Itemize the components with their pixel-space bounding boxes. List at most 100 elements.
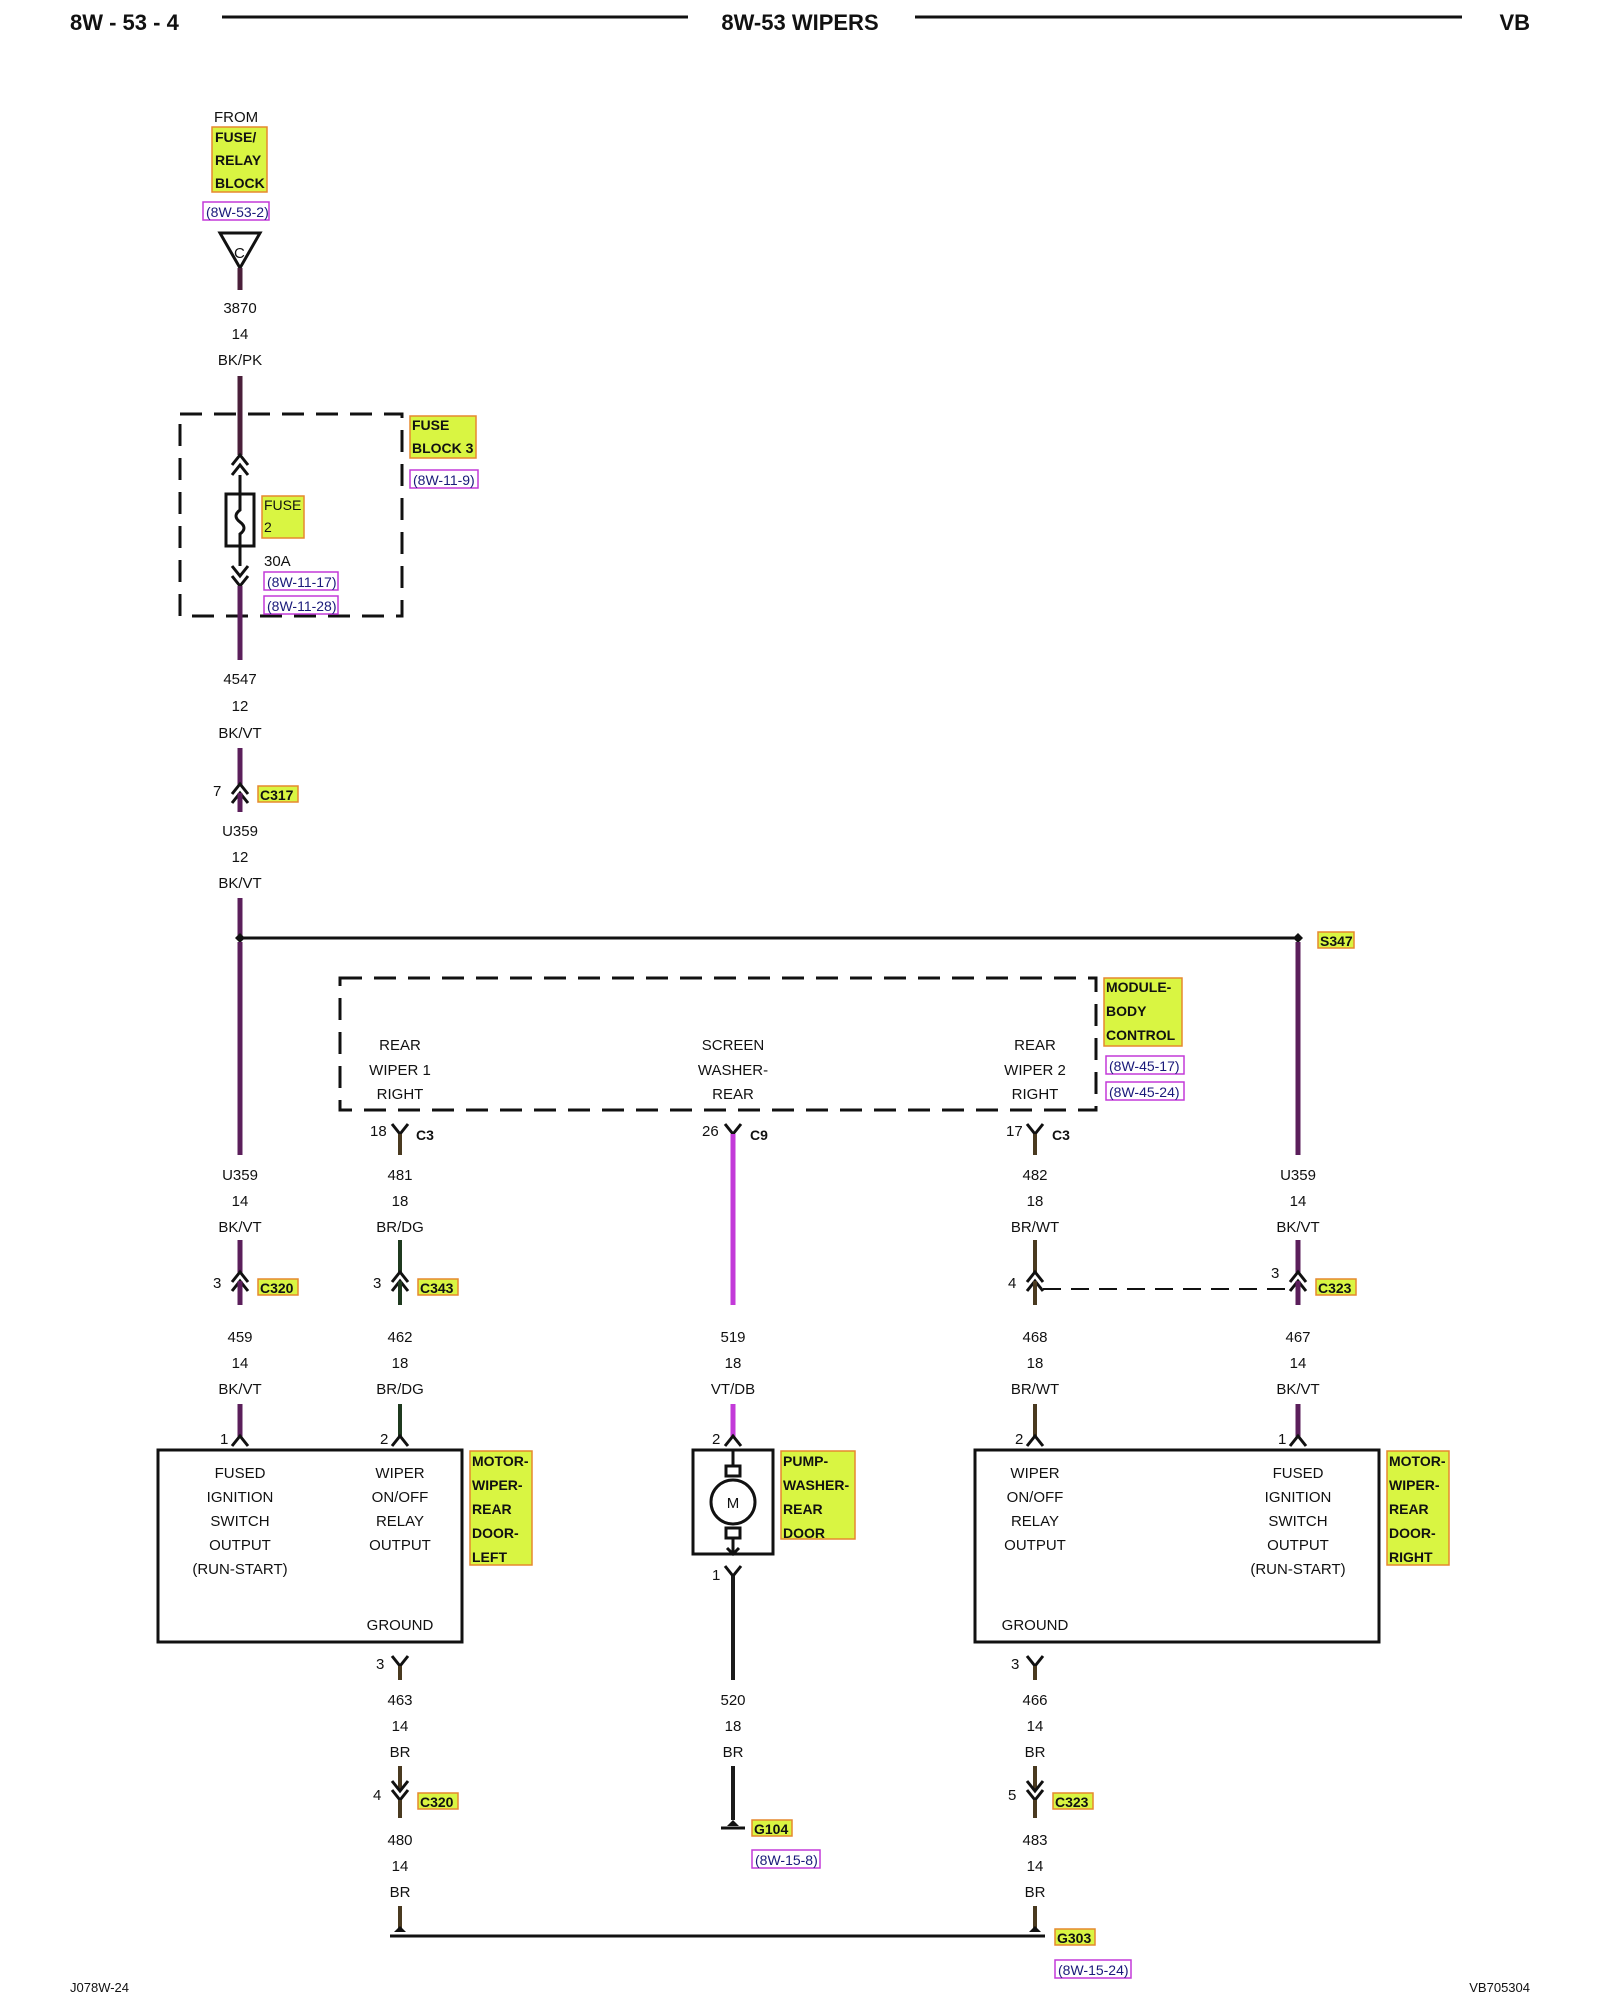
col-b-conn-pin: 3: [373, 1275, 381, 1292]
col-a-pin-icon: [230, 1433, 250, 1447]
c317-pin: 7: [213, 783, 221, 800]
col-b-top-color: BR/DG: [376, 1219, 424, 1236]
source-line-1: FUSE/: [215, 129, 256, 145]
bcm-ref-link-1[interactable]: (8W-45-17): [1109, 1058, 1180, 1074]
motor-left-box: [156, 1448, 464, 1644]
g303-ref-box[interactable]: [1054, 1959, 1132, 1979]
column-b: 481 18 BR/DG 3 C343 462 18 BR/DG 2: [373, 1134, 459, 1448]
col-d-top-color: BR/WT: [1011, 1219, 1059, 1236]
col-d-conn-pin: 4: [1008, 1275, 1016, 1292]
pump-tag-1: PUMP-: [783, 1453, 828, 1469]
bcm-pin-center: 26: [702, 1123, 719, 1140]
splice-name: S347: [1320, 933, 1353, 949]
fuse-highlight: [261, 495, 305, 539]
col-e-top-color: BK/VT: [1276, 1219, 1319, 1236]
motor-left-tag-1: MOTOR-: [472, 1453, 529, 1469]
bcm-out-right-2: WIPER 2: [1004, 1062, 1066, 1079]
fuse-label-line-1: FUSE: [264, 497, 301, 513]
pump-arrow-icon: [725, 1546, 741, 1557]
motor-right-input-5: (RUN-START): [1250, 1561, 1345, 1578]
fuse-ref-1-box[interactable]: [263, 571, 339, 591]
col-a-bottom-gauge: 14: [232, 1355, 249, 1372]
bcm-pin-left: 18: [370, 1123, 387, 1140]
source-ref-box[interactable]: [202, 201, 270, 221]
pump-motor-icon: [709, 1478, 757, 1526]
bcm-conn-center: C9: [750, 1127, 768, 1143]
gnd-right-w2-color: BR: [1025, 1884, 1046, 1901]
bcm-ref-2-box[interactable]: [1105, 1081, 1185, 1101]
fuse-block-ref-link[interactable]: (8W-11-9): [413, 472, 475, 488]
bcm-ref-1-box[interactable]: [1105, 1055, 1185, 1075]
fuse-label-line-2: 2: [264, 519, 272, 535]
motor-left-input-4: OUTPUT: [209, 1537, 271, 1554]
gnd-pump-circuit: 520: [720, 1692, 745, 1709]
motor-right-relay-4: OUTPUT: [1004, 1537, 1066, 1554]
bcm-line-3: CONTROL: [1106, 1027, 1176, 1043]
fuse-ref-link-2[interactable]: (8W-11-28): [267, 598, 337, 614]
gnd-right-conn-pin: 5: [1008, 1787, 1016, 1804]
gnd-pump-ref-link[interactable]: (8W-15-8): [755, 1852, 818, 1868]
g303-ref-link[interactable]: (8W-15-24): [1058, 1962, 1129, 1978]
col-c-pin-top-icon: [723, 1433, 743, 1447]
footer-figure-id: J078W-24: [70, 1980, 129, 1995]
motor-right-input-3: SWITCH: [1268, 1513, 1327, 1530]
motor-right-input-2: IGNITION: [1265, 1489, 1332, 1506]
fuse-ref-link-1[interactable]: (8W-11-17): [267, 574, 337, 590]
col-c-color: VT/DB: [711, 1381, 755, 1398]
header-model: VB: [1499, 10, 1530, 35]
bcm-out-right-3: RIGHT: [1012, 1086, 1059, 1103]
col-e-bottom-circuit: 467: [1285, 1329, 1310, 1346]
gnd-left-w1-color: BR: [390, 1744, 411, 1761]
source-ref-link[interactable]: (8W-53-2): [206, 204, 269, 220]
bcm-out-center-1: SCREEN: [702, 1037, 765, 1054]
fuse-ref-2-box[interactable]: [263, 595, 339, 615]
gnd-pump-name: G104: [754, 1821, 788, 1837]
motor-wiper-rear-door-left: FUSED IGNITION SWITCH OUTPUT (RUN-START)…: [156, 1448, 533, 1644]
col-d-pin: 2: [1015, 1431, 1023, 1448]
splice-highlight: [1317, 931, 1355, 949]
bcm-pin-right-icon: [1025, 1123, 1045, 1137]
gnd-left-conn-highlight: [417, 1792, 459, 1810]
col-e-pin-icon: [1288, 1433, 1308, 1447]
pump-motor-symbol: M: [727, 1495, 740, 1512]
col-b-conn-highlight: [417, 1278, 459, 1296]
col-e-pin: 1: [1278, 1431, 1286, 1448]
bcm-line-1: MODULE-: [1106, 979, 1172, 995]
ground-right-branch: 3 466 14 BR 5 C323 483 14 BR G303 (8W-15…: [1008, 1655, 1132, 1979]
fuse-rating: 30A: [264, 553, 291, 570]
fuse-block-ref-box[interactable]: [409, 469, 479, 489]
gnd-left-terminal-icon: [394, 1926, 406, 1932]
gnd-pump-pin: 1: [712, 1567, 720, 1584]
gnd-left-conn-pin: 4: [373, 1787, 381, 1804]
column-c: 519 18 VT/DB 2: [711, 1134, 755, 1448]
col-b-pin: 2: [380, 1431, 388, 1448]
wire-3870-circuit: 3870: [223, 300, 256, 317]
wire-3870-gauge: 14: [232, 326, 249, 343]
bcm-conn-right: C3: [1052, 1127, 1070, 1143]
gnd-right-conn-name: C323: [1055, 1794, 1089, 1810]
motor-left-relay-1: WIPER: [375, 1465, 424, 1482]
col-c-gauge: 18: [725, 1355, 742, 1372]
gnd-left-w1-circuit: 463: [387, 1692, 412, 1709]
motor-right-tag-1: MOTOR-: [1389, 1453, 1446, 1469]
header-page-number: 8W - 53 - 4: [70, 10, 180, 35]
motor-left-tag-2: WIPER-: [472, 1477, 523, 1493]
col-e-top-gauge: 14: [1290, 1193, 1307, 1210]
gnd-right-pin: 3: [1011, 1656, 1019, 1673]
column-a: U359 14 BK/VT 3 C320 459 14 BK/VT 1: [213, 942, 299, 1448]
col-d-bottom-color: BR/WT: [1011, 1381, 1059, 1398]
gnd-pump-ref-box[interactable]: [751, 1849, 821, 1869]
bcm-ref-link-2[interactable]: (8W-45-24): [1109, 1084, 1180, 1100]
bcm-out-center-2: WASHER-: [698, 1062, 768, 1079]
wire-3870-color: BK/PK: [218, 352, 262, 369]
fuse-block-boundary: [178, 412, 404, 618]
c317-name: C317: [260, 787, 294, 803]
wire-u359-12-color: BK/VT: [218, 875, 261, 892]
splice-dot-right: [1293, 933, 1303, 943]
col-b-conn-name: C343: [420, 1280, 454, 1296]
motor-right-tag-4: DOOR-: [1389, 1525, 1436, 1541]
motor-right-tag-3: REAR: [1389, 1501, 1429, 1517]
source-fuse-relay-block: FROM FUSE/ RELAY BLOCK (8W-53-2) C: [202, 109, 270, 272]
pump-tag-4: DOOR: [783, 1525, 825, 1541]
